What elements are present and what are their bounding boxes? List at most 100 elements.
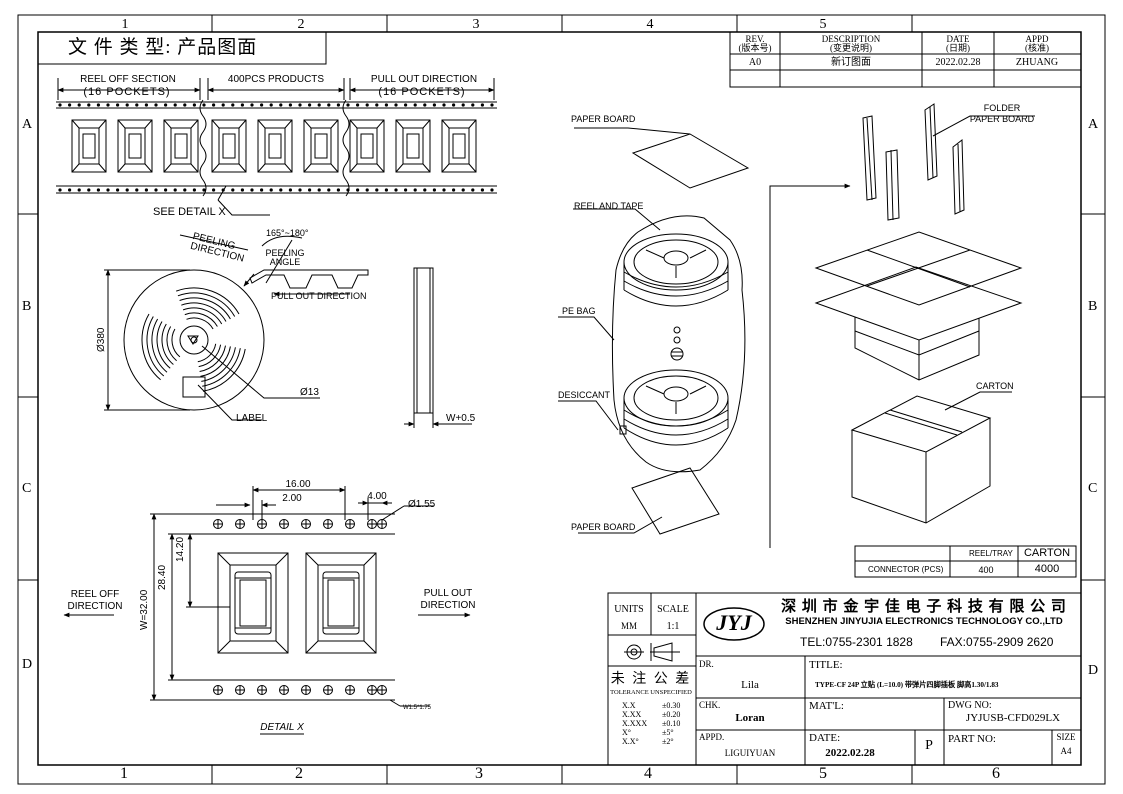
tape-hole — [269, 103, 273, 107]
tape-hole — [365, 103, 369, 107]
tape-pocket — [441, 119, 477, 173]
tolerance-key: X.XX — [622, 710, 642, 719]
dim-pitch: 16.00 — [285, 479, 311, 490]
tape-pocket — [303, 119, 339, 173]
pe-bag-label: PE BAG — [562, 306, 596, 316]
reel-off-pockets-label: (16 POCKETS) — [83, 86, 171, 98]
col-label-6-bottom: 6 — [992, 765, 1000, 782]
tape-hole — [317, 103, 321, 107]
dim-hole-pitch: 4.00 — [367, 491, 387, 502]
detail-x-drawing — [63, 486, 471, 735]
tape-hole — [336, 103, 340, 107]
company-name-en: SHENZHEN JINYUJIA ELECTRONICS TECHNOLOGY… — [785, 616, 1063, 627]
tape-hole — [192, 188, 196, 192]
tape-hole — [413, 103, 417, 107]
part-no-label: PART NO: — [948, 733, 996, 745]
row-label-a-right: A — [1088, 117, 1099, 132]
desc-header-cn: (变更说明) — [830, 43, 872, 53]
reel-off-section-label: REEL OFF SECTION — [80, 74, 176, 85]
reel-width-label: W+0.5 — [446, 413, 476, 424]
sprocket-hole — [213, 685, 223, 695]
tape-hole — [461, 188, 465, 192]
matl-label: MAT'L: — [809, 700, 844, 712]
tape-hole — [471, 103, 475, 107]
dwg-label: DWG NO: — [948, 700, 992, 711]
page-p: P — [925, 738, 933, 753]
see-detail-x-label: SEE DETAIL X — [153, 206, 226, 218]
col-label-1-bottom: 1 — [120, 765, 128, 782]
pull-out-pockets-label: (16 POCKETS) — [378, 86, 466, 98]
tape-hole — [87, 188, 91, 192]
doc-type-box — [37, 31, 327, 65]
tape-hole — [250, 188, 254, 192]
tape-hole — [471, 188, 475, 192]
tape-hole — [442, 188, 446, 192]
tape-hole — [96, 188, 100, 192]
company-logo: JYJ — [716, 610, 752, 635]
tape-hole — [480, 188, 484, 192]
tape-hole — [480, 103, 484, 107]
sprocket-hole — [345, 685, 355, 695]
appd-header-cn: (核准) — [1025, 43, 1049, 53]
tape-hole — [58, 103, 62, 107]
tape-pocket — [349, 119, 385, 173]
row-label-a: A — [22, 117, 33, 132]
company-tel: TEL:0755-2301 1828 — [800, 635, 913, 649]
inner-frame — [37, 31, 1082, 766]
tape-hole — [116, 103, 120, 107]
tape-hole — [308, 188, 312, 192]
reel-window — [176, 287, 240, 330]
peeling-angle-label: PEELING ANGLE — [265, 248, 305, 267]
sprocket-hole — [257, 519, 267, 529]
tape-hole — [404, 188, 408, 192]
tolerance-key: X.X° — [622, 737, 639, 746]
tape-hole — [202, 103, 206, 107]
tape-hole — [260, 103, 264, 107]
date-value: 2022.02.28 — [935, 57, 981, 68]
tape-hole — [336, 188, 340, 192]
tape-hole — [144, 188, 148, 192]
tape-hole — [260, 188, 264, 192]
tape-hole — [96, 103, 100, 107]
tolerance-en: TOLERANCE UNSPECIFIED — [610, 689, 692, 696]
tape-hole — [384, 188, 388, 192]
dr-label: DR. — [699, 659, 714, 669]
rev-header-en: REV. — [745, 34, 765, 44]
tape-hole — [413, 188, 417, 192]
tape-hole — [346, 103, 350, 107]
company-fax: FAX:0755-2909 2620 — [940, 635, 1054, 649]
dim-28: 28.40 — [157, 564, 168, 590]
tolerance-key: X° — [622, 728, 631, 737]
tape-hole — [432, 188, 436, 192]
tape-hole — [154, 103, 158, 107]
tape-hole — [192, 103, 196, 107]
tolerance-value: ±0.10 — [662, 719, 681, 728]
sprocket-hole — [257, 685, 267, 695]
tape-pocket — [163, 119, 199, 173]
dim-hole-dia: Ø1.55 — [408, 499, 436, 510]
pull-out-direction-label: PULL OUT DIRECTION — [370, 74, 478, 85]
appd-value: ZHUANG — [1015, 57, 1059, 68]
sprocket-hole — [301, 685, 311, 695]
tape-hole — [423, 103, 427, 107]
tape-hole — [77, 188, 81, 192]
reel-front-view — [104, 234, 369, 421]
tape-hole — [68, 103, 72, 107]
tolerance-value: ±0.30 — [662, 701, 681, 710]
qty-reel-value: 400 — [978, 565, 994, 575]
tape-hole — [212, 188, 216, 192]
tape-hole — [423, 188, 427, 192]
tape-hole — [346, 188, 350, 192]
tape-hole — [375, 103, 379, 107]
folder-paper-board-label: FOLDER PAPER BOARD — [969, 103, 1035, 124]
tape-hole — [327, 103, 331, 107]
row-label-b-right: B — [1088, 299, 1098, 314]
scale-label: SCALE — [657, 604, 689, 615]
sprocket-hole — [377, 685, 387, 695]
sprocket-hole — [367, 519, 377, 529]
tape-hole — [116, 188, 120, 192]
sprocket-hole — [279, 685, 289, 695]
company-name-cn: 深 圳 市 金 宇 佳 电 子 科 技 有 限 公 司 — [781, 599, 1067, 615]
dim-w: W=32.00 — [139, 589, 150, 630]
